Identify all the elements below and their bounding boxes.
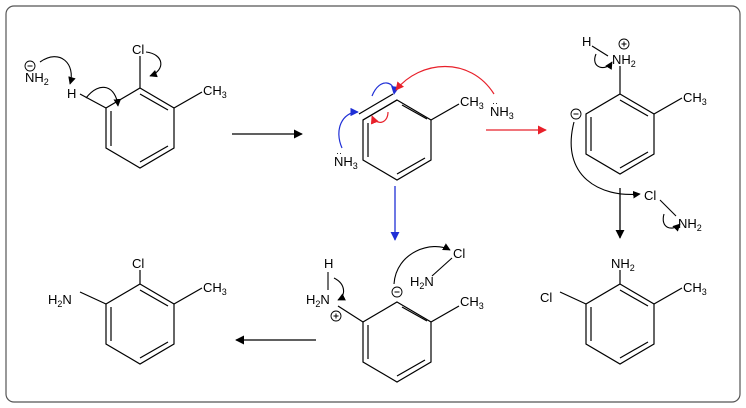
- label-nh2-plus: NH2: [612, 52, 636, 69]
- molecule-intermediate-blue: [337, 301, 460, 383]
- molecule-benzyne: [358, 93, 460, 181]
- charge-plus-5: [330, 310, 342, 322]
- lone-pair-nh3-left: ··: [336, 148, 342, 158]
- arrow-blue-pi: [371, 82, 400, 97]
- frame-border: [5, 5, 741, 403]
- label-ch3-3: CH3: [683, 90, 707, 107]
- label-nh2-product-right: NH2: [611, 256, 635, 273]
- label-nh2-byproduct: NH2: [678, 216, 702, 233]
- label-h2n-5: H2N: [410, 274, 434, 291]
- arrow-deprotonation: [39, 56, 76, 85]
- arrow-proton-transfer-5: [333, 277, 346, 301]
- arrow-nh2-leaving: [662, 213, 681, 232]
- label-nh2-reagent: NH2: [25, 70, 49, 87]
- label-h2n-product-left: H2N: [48, 292, 72, 309]
- molecule-product-right: [559, 270, 683, 365]
- label-h-1: H: [67, 86, 76, 101]
- label-h-5: H: [324, 256, 333, 271]
- label-h2n-plus: H2N: [306, 292, 330, 309]
- label-cl-product-right: Cl: [540, 290, 552, 305]
- label-cl-h: Cl: [644, 188, 656, 203]
- charge-minus-nh2: [24, 60, 36, 72]
- arrow-carbanion-to-h: [570, 121, 641, 199]
- label-ch3-5: CH3: [460, 294, 484, 311]
- lone-pair-nh3-right: ··: [492, 98, 498, 108]
- label-ch3-product-right: CH3: [683, 280, 707, 297]
- label-ch3-2: CH3: [460, 94, 484, 111]
- charge-plus-3: [618, 38, 630, 50]
- molecule-product-left: [79, 270, 203, 365]
- arrow-ch-bond: [85, 86, 122, 107]
- arrow-blue-attack: [338, 107, 359, 149]
- arrow-carbanion-to-h-5: [393, 243, 451, 285]
- arrow-red-attack: [395, 65, 495, 95]
- label-cl-5: Cl: [453, 246, 465, 261]
- arrow-proton-transfer-3: [594, 53, 613, 70]
- label-nh3-left: NH3: [334, 154, 358, 171]
- charge-minus-3: [570, 108, 582, 120]
- label-ch3-1: CH3: [203, 83, 227, 100]
- label-nh3-right: NH3: [490, 104, 514, 121]
- charge-minus-5: [391, 286, 403, 298]
- label-cl-1: Cl: [132, 42, 144, 57]
- label-cl-product-left: Cl: [132, 256, 144, 271]
- arrow-cl-leaving: [145, 51, 162, 78]
- molecule-starting-material: [79, 56, 203, 169]
- molecule-intermediate-red: [585, 66, 683, 175]
- label-h-3: H: [582, 34, 591, 49]
- arrow-red-pi: [370, 111, 389, 125]
- label-ch3-product-left: CH3: [203, 280, 227, 297]
